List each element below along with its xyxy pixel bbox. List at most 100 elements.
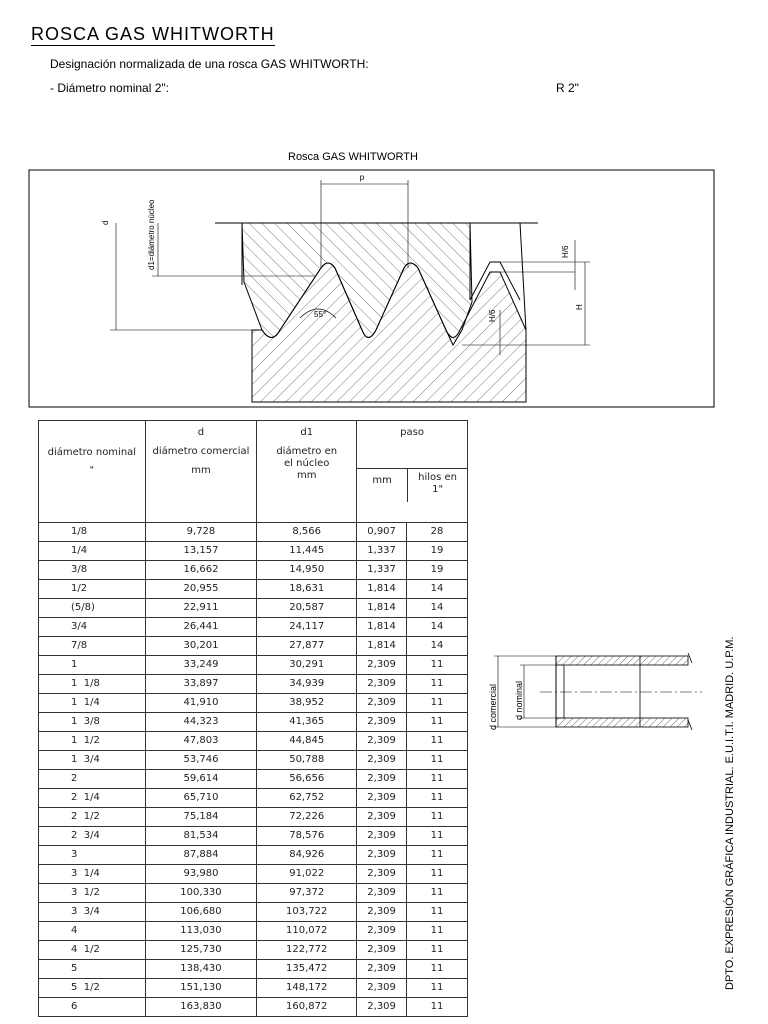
cell-hilos: 11 bbox=[406, 712, 468, 732]
cell-paso-mm: 2,309 bbox=[356, 693, 408, 713]
cell-nominal: 4 1/2 bbox=[38, 940, 146, 960]
cell-paso-mm: 2,309 bbox=[356, 997, 408, 1017]
cell-d1: 30,291 bbox=[256, 655, 358, 675]
cell-nominal: 1/2 bbox=[38, 579, 146, 599]
cell-d: 125,730 bbox=[144, 940, 258, 960]
cell-hilos: 11 bbox=[406, 693, 468, 713]
cell-d1: 56,656 bbox=[256, 769, 358, 789]
cell-d: 16,662 bbox=[144, 560, 258, 580]
cell-paso-mm: 2,309 bbox=[356, 788, 408, 808]
cell-hilos: 11 bbox=[406, 655, 468, 675]
cell-d: 41,910 bbox=[144, 693, 258, 713]
cell-paso-mm: 2,309 bbox=[356, 826, 408, 846]
header-d-label: diámetro comercial bbox=[152, 446, 250, 457]
label-H: H bbox=[575, 304, 584, 310]
cell-nominal: 5 1/2 bbox=[38, 978, 146, 998]
cell-hilos: 11 bbox=[406, 883, 468, 903]
cell-d: 163,830 bbox=[144, 997, 258, 1017]
cell-nominal: 1 1/4 bbox=[38, 693, 146, 713]
cell-hilos: 11 bbox=[406, 978, 468, 998]
header-d: d diámetro comercial mm bbox=[144, 420, 258, 523]
cell-paso-mm: 1,337 bbox=[356, 560, 408, 580]
label-angle: 55° bbox=[314, 310, 326, 319]
header-d1-unit: mm bbox=[296, 470, 317, 481]
cell-hilos: 11 bbox=[406, 750, 468, 770]
thread-profile-drawing: p d d1=diámetro núcleo 55° H/6 H/6 H bbox=[28, 169, 715, 408]
cell-hilos: 11 bbox=[406, 845, 468, 865]
cell-paso-mm: 1,814 bbox=[356, 636, 408, 656]
cell-d: 59,614 bbox=[144, 769, 258, 789]
cell-d1: 14,950 bbox=[256, 560, 358, 580]
cell-d1: 8,566 bbox=[256, 522, 358, 542]
cell-d: 53,746 bbox=[144, 750, 258, 770]
label-p: p bbox=[360, 173, 365, 182]
cell-paso-mm: 2,309 bbox=[356, 921, 408, 941]
thread-spec-table: diámetro nominal " d diámetro comercial … bbox=[38, 420, 468, 1017]
cell-d1: 72,226 bbox=[256, 807, 358, 827]
cell-hilos: 11 bbox=[406, 731, 468, 751]
cell-d1: 38,952 bbox=[256, 693, 358, 713]
cell-d1: 34,939 bbox=[256, 674, 358, 694]
cell-paso-mm: 2,309 bbox=[356, 902, 408, 922]
table-header-row: diámetro nominal " d diámetro comercial … bbox=[38, 420, 468, 523]
cell-d1: 135,472 bbox=[256, 959, 358, 979]
cell-d: 106,680 bbox=[144, 902, 258, 922]
cell-paso-mm: 2,309 bbox=[356, 978, 408, 998]
cell-paso-mm: 2,309 bbox=[356, 712, 408, 732]
cell-d1: 27,877 bbox=[256, 636, 358, 656]
cell-paso-mm: 2,309 bbox=[356, 731, 408, 751]
figure-frame bbox=[28, 169, 715, 408]
cell-paso-mm: 2,309 bbox=[356, 674, 408, 694]
header-d1-symbol: d1 bbox=[300, 427, 314, 438]
cell-hilos: 28 bbox=[406, 522, 468, 542]
cell-nominal: 2 3/4 bbox=[38, 826, 146, 846]
cell-nominal: 3 1/4 bbox=[38, 864, 146, 884]
cell-paso-mm: 0,907 bbox=[356, 522, 408, 542]
cell-paso-mm: 2,309 bbox=[356, 807, 408, 827]
cell-d1: 103,722 bbox=[256, 902, 358, 922]
cell-d1: 18,631 bbox=[256, 579, 358, 599]
designation-text: Designación normalizada de una rosca GAS… bbox=[50, 57, 369, 71]
cell-nominal: 1/8 bbox=[38, 522, 146, 542]
cell-d1: 24,117 bbox=[256, 617, 358, 637]
cell-paso-mm: 1,814 bbox=[356, 617, 408, 637]
cell-nominal: 3 3/4 bbox=[38, 902, 146, 922]
cell-d1: 50,788 bbox=[256, 750, 358, 770]
figure-caption: Rosca GAS WHITWORTH bbox=[288, 151, 418, 163]
cell-hilos: 14 bbox=[406, 598, 468, 618]
cell-nominal: 3 bbox=[38, 845, 146, 865]
cell-paso-mm: 2,309 bbox=[356, 864, 408, 884]
cell-d: 151,130 bbox=[144, 978, 258, 998]
page-title: ROSCA GAS WHITWORTH bbox=[31, 24, 275, 46]
cell-d1: 110,072 bbox=[256, 921, 358, 941]
cell-d1: 160,872 bbox=[256, 997, 358, 1017]
cell-d: 13,157 bbox=[144, 541, 258, 561]
cell-hilos: 11 bbox=[406, 826, 468, 846]
header-paso-label: paso bbox=[357, 421, 467, 469]
cell-paso-mm: 2,309 bbox=[356, 940, 408, 960]
cell-d: 75,184 bbox=[144, 807, 258, 827]
cell-d: 33,897 bbox=[144, 674, 258, 694]
cell-paso-mm: 1,814 bbox=[356, 598, 408, 618]
cell-d: 93,980 bbox=[144, 864, 258, 884]
header-d-symbol: d bbox=[197, 427, 205, 438]
header-nominal: diámetro nominal " bbox=[38, 420, 146, 523]
cell-d: 65,710 bbox=[144, 788, 258, 808]
cell-d1: 148,172 bbox=[256, 978, 358, 998]
cell-d1: 20,587 bbox=[256, 598, 358, 618]
cell-nominal: 3 1/2 bbox=[38, 883, 146, 903]
